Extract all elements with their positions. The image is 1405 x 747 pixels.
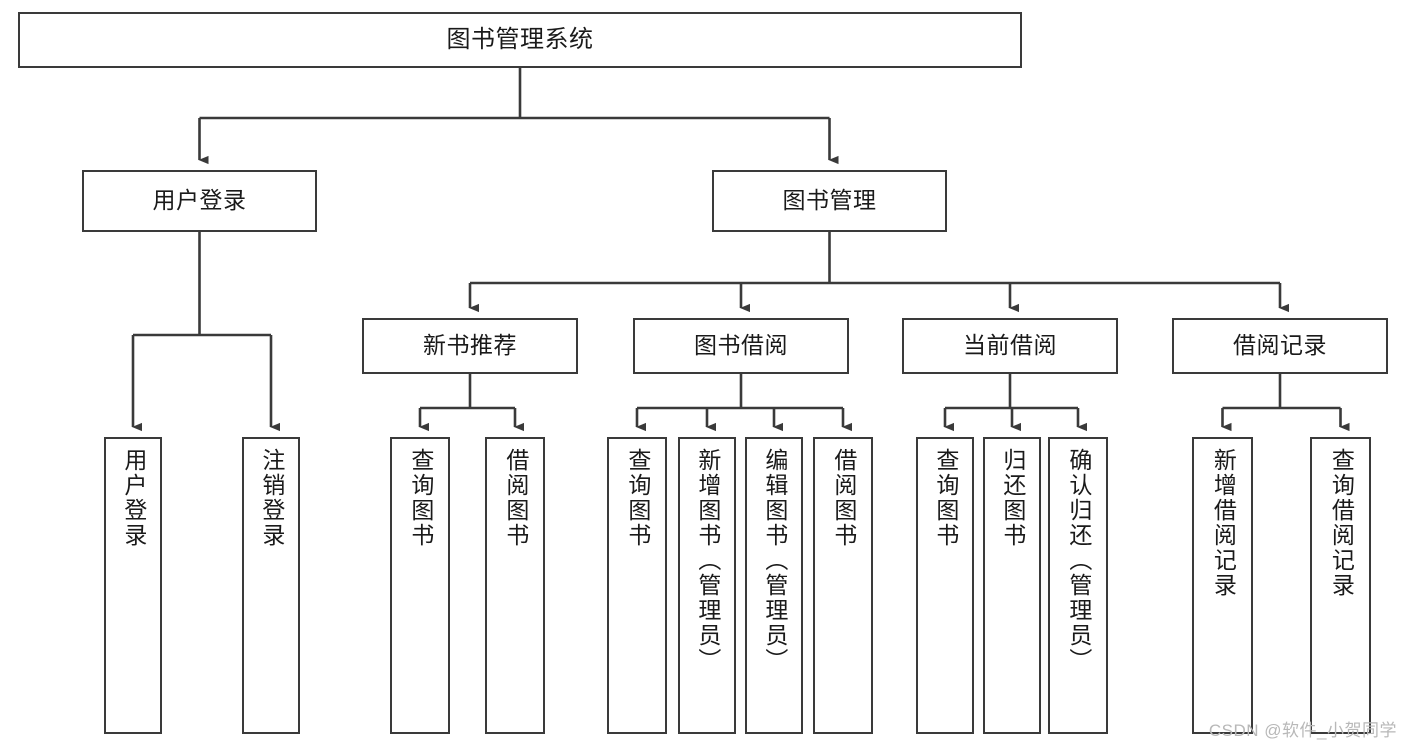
node-records[interactable]: 借阅记录 xyxy=(1172,318,1388,374)
node-newbook[interactable]: 新书推荐 xyxy=(362,318,578,374)
node-leaf-cur-return[interactable]: 归还图书 xyxy=(983,437,1041,734)
node-label: 新增图书（管理员） xyxy=(694,448,721,673)
node-label: 借阅图书 xyxy=(830,448,857,548)
node-leaf-nb-borrow[interactable]: 借阅图书 xyxy=(485,437,545,734)
csdn-watermark: CSDN @软件_小贺同学 xyxy=(1208,721,1397,740)
node-label: 新书推荐 xyxy=(423,332,517,359)
node-bookmgmt[interactable]: 图书管理 xyxy=(712,170,947,232)
node-label: 当前借阅 xyxy=(963,332,1057,359)
node-label: 借阅图书 xyxy=(502,448,529,548)
node-label: 确认归还（管理员） xyxy=(1065,448,1092,673)
node-leaf-bk-borrow[interactable]: 借阅图书 xyxy=(813,437,873,734)
node-label: 查询图书 xyxy=(407,448,434,548)
node-label: 查询图书 xyxy=(624,448,651,548)
node-label: 用户登录 xyxy=(120,448,147,548)
node-leaf-rec-add[interactable]: 新增借阅记录 xyxy=(1192,437,1253,734)
node-current[interactable]: 当前借阅 xyxy=(902,318,1118,374)
node-label: 用户登录 xyxy=(152,187,247,214)
node-login[interactable]: 用户登录 xyxy=(82,170,317,232)
node-label: 借阅记录 xyxy=(1233,332,1327,359)
node-label: 图书借阅 xyxy=(694,332,788,359)
node-label: 注销登录 xyxy=(258,448,285,548)
node-label: 查询借阅记录 xyxy=(1328,448,1355,598)
node-label: 归还图书 xyxy=(999,448,1026,548)
node-label: 编辑图书（管理员） xyxy=(761,448,788,673)
node-leaf-bk-query[interactable]: 查询图书 xyxy=(607,437,667,734)
node-root[interactable]: 图书管理系统 xyxy=(18,12,1022,68)
node-label: 新增借阅记录 xyxy=(1210,448,1237,598)
node-leaf-bk-add[interactable]: 新增图书（管理员） xyxy=(678,437,736,734)
node-leaf-rec-query[interactable]: 查询借阅记录 xyxy=(1310,437,1371,734)
node-label: 图书管理系统 xyxy=(446,25,594,53)
node-leaf-user-login[interactable]: 用户登录 xyxy=(104,437,162,734)
node-leaf-cur-query[interactable]: 查询图书 xyxy=(916,437,974,734)
node-leaf-user-logout[interactable]: 注销登录 xyxy=(242,437,300,734)
node-label: 查询图书 xyxy=(932,448,959,548)
node-leaf-cur-confirm[interactable]: 确认归还（管理员） xyxy=(1048,437,1108,734)
node-leaf-nb-query[interactable]: 查询图书 xyxy=(390,437,450,734)
node-leaf-bk-edit[interactable]: 编辑图书（管理员） xyxy=(745,437,803,734)
node-borrow[interactable]: 图书借阅 xyxy=(633,318,849,374)
node-label: 图书管理 xyxy=(782,187,877,214)
